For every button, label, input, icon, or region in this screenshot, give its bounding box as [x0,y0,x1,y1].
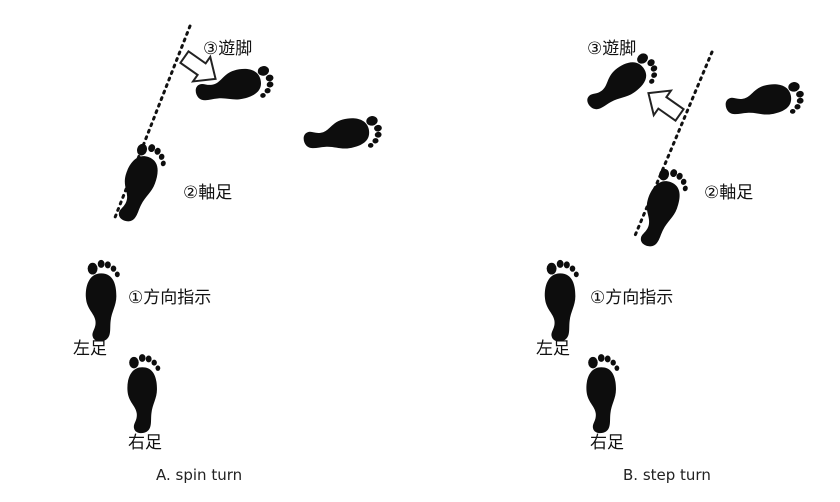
label-swing-leg: ③遊脚 [203,39,253,59]
label-right-foot: 右足 [590,433,624,453]
pivot-line-a [112,24,192,222]
caption-a: A. spin turn [156,466,243,484]
right-foot-icon [127,354,161,434]
label-left-foot: 左足 [73,339,107,359]
right-foot-icon [586,354,620,434]
label-pivot-foot: ②軸足 [704,183,754,203]
pivot-foot-icon [632,164,693,253]
swing-arrow-icon [638,79,690,129]
label-left-foot: 左足 [536,339,570,359]
left-foot-icon [544,259,579,342]
label-direction: ①方向指示 [590,288,674,308]
label-pivot-foot: ②軸足 [183,183,233,203]
label-direction: ①方向指示 [128,288,212,308]
target-foot-icon [301,112,385,160]
left-foot-icon [85,259,120,342]
label-right-foot: 右足 [128,433,162,453]
panel-b [544,48,807,434]
pivot-foot-icon [110,139,171,228]
caption-b: B. step turn [623,466,711,484]
label-swing-leg: ③遊脚 [587,39,637,59]
panel-a [85,24,385,434]
target-foot-icon [723,78,807,126]
